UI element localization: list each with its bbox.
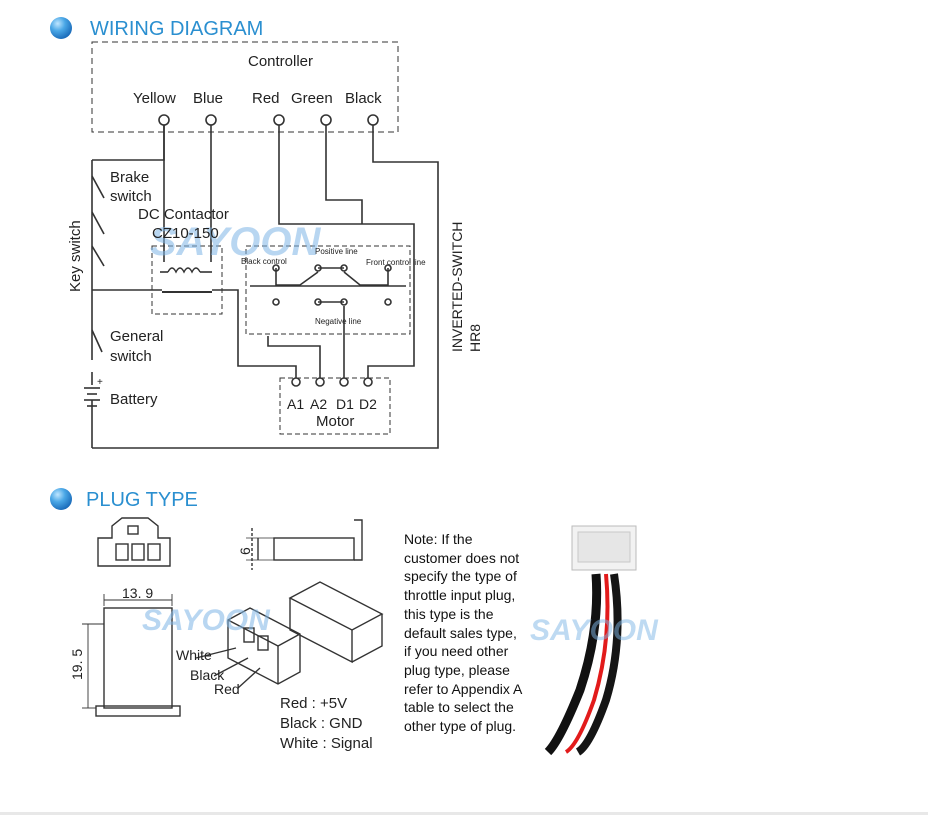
terminal-black: Black bbox=[345, 90, 382, 107]
plug-watermark: SAYOON bbox=[142, 604, 271, 637]
section-bullet-icon bbox=[50, 17, 72, 39]
positive-line-label: Positive line bbox=[315, 247, 358, 256]
black-control-label: Black control bbox=[241, 257, 287, 266]
section-bullet-icon bbox=[50, 488, 72, 510]
plug-width-dimension: 13. 9 bbox=[122, 585, 153, 601]
legend-black: Black : GND bbox=[280, 715, 363, 732]
wire-black-label: Black bbox=[190, 667, 225, 683]
motor-terminal-a1: A1 bbox=[287, 396, 304, 412]
terminal-green: Green bbox=[291, 90, 333, 107]
plug-photo: SAYOON bbox=[530, 525, 659, 756]
motor-terminal-d1: D1 bbox=[336, 396, 354, 412]
legend-red: Red : +5V bbox=[280, 695, 347, 712]
terminal-blue: Blue bbox=[193, 90, 223, 107]
brake-switch-label-1: Brake bbox=[110, 169, 149, 186]
general-switch-label-1: General bbox=[110, 328, 163, 345]
photo-watermark: SAYOON bbox=[530, 614, 659, 647]
wire-red-label: Red bbox=[214, 681, 240, 697]
key-switch-label: Key switch bbox=[67, 220, 84, 292]
brake-switch-label-2: switch bbox=[110, 188, 152, 205]
front-control-line-label: Front control line bbox=[366, 258, 426, 267]
motor-label: Motor bbox=[316, 413, 354, 430]
wiring-diagram-title: WIRING DIAGRAM bbox=[90, 18, 264, 40]
plug-side-dimension: 6 bbox=[237, 547, 253, 555]
controller-label: Controller bbox=[248, 53, 313, 70]
negative-line-label: Negative line bbox=[315, 317, 362, 326]
plug-note: Note: If the customer does not specify t… bbox=[404, 531, 522, 735]
wire-white-label: White bbox=[176, 647, 212, 663]
dc-contactor-model: CZ10-150 bbox=[152, 225, 219, 242]
plug-type-title: PLUG TYPE bbox=[86, 489, 198, 511]
inverted-switch-label: INVERTED-SWITCH bbox=[449, 222, 465, 352]
motor-terminal-a2: A2 bbox=[310, 396, 327, 412]
watermark: SAYOON bbox=[150, 220, 322, 264]
battery-plus: + bbox=[97, 377, 103, 388]
plug-height-dimension: 19. 5 bbox=[69, 649, 85, 680]
terminal-yellow: Yellow bbox=[133, 90, 176, 107]
inverted-switch-model: HR8 bbox=[467, 324, 483, 352]
dc-contactor-label: DC Contactor bbox=[138, 206, 229, 223]
terminal-red: Red bbox=[252, 90, 280, 107]
divider bbox=[0, 812, 928, 815]
legend-white: White : Signal bbox=[280, 735, 373, 752]
motor-terminal-d2: D2 bbox=[359, 396, 377, 412]
general-switch-label-2: switch bbox=[110, 348, 152, 365]
battery-label: Battery bbox=[110, 391, 158, 408]
